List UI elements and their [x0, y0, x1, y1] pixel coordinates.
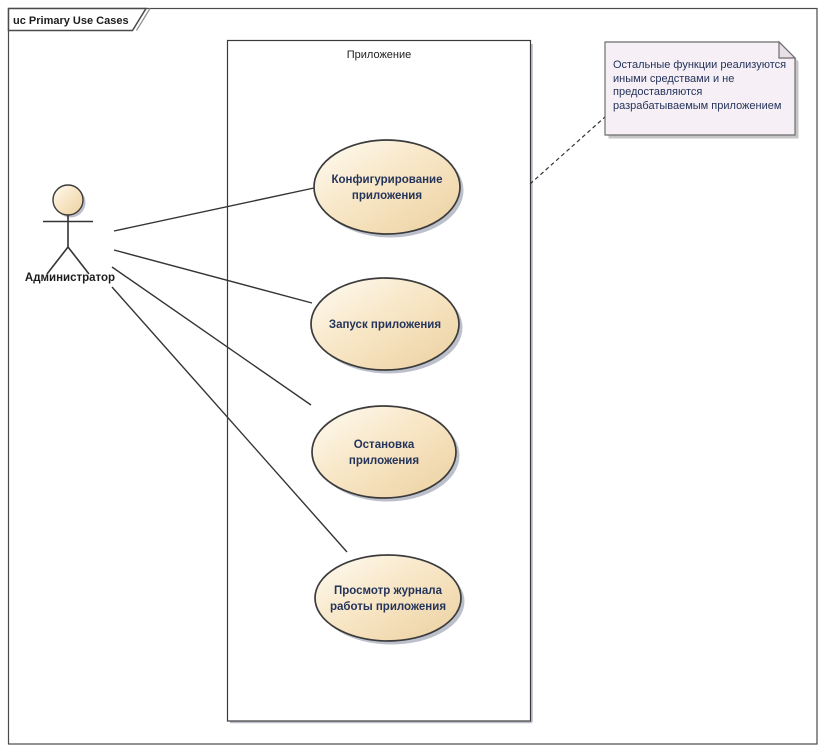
association-actor-start[interactable] [113, 249, 313, 304]
use-case-ellipse[interactable] [310, 277, 460, 371]
use-case-ellipse[interactable] [311, 405, 457, 499]
actor-administrator[interactable]: Администратор [25, 184, 115, 284]
association-actor-stop[interactable] [111, 266, 312, 406]
actor-leg-right [67, 246, 90, 275]
associations [111, 187, 348, 553]
frame-tab-shadow [135, 8, 151, 31]
use-case-label: приложения [349, 455, 419, 467]
use-case-configure-application[interactable]: Конфигурирование приложения [313, 139, 464, 238]
use-case-label: Запуск приложения [329, 319, 441, 331]
association-actor-configure[interactable] [113, 187, 315, 232]
system-boundary-label: Приложение [347, 49, 412, 61]
association-actor-view-log[interactable] [111, 286, 348, 553]
use-case-label: приложения [352, 190, 422, 202]
use-case-ellipse[interactable] [314, 554, 462, 642]
note-body[interactable] [604, 41, 796, 136]
use-case-view-application-log[interactable]: Просмотр журнала работы приложения [314, 554, 465, 645]
use-case-label: работы приложения [330, 601, 446, 613]
note-anchor-line[interactable] [529, 116, 606, 185]
actor-leg-left [46, 246, 69, 275]
note-text-line: иными средствами и не [613, 73, 734, 85]
note-text-line: Остальные функции реализуются [613, 59, 786, 71]
frame-title: uc Primary Use Cases [13, 15, 129, 27]
use-case-ellipse[interactable] [313, 139, 461, 235]
use-case-label: Конфигурирование [331, 174, 442, 186]
use-case-label: Остановка [354, 439, 415, 451]
note-fold-corner-icon [778, 40, 797, 59]
use-case-start-application[interactable]: Запуск приложения [310, 277, 463, 374]
use-case-label: Просмотр журнала [334, 585, 443, 597]
note-comment[interactable]: Остальные функции реализуются иными сред… [604, 40, 799, 139]
note-text-line: предоставляются [613, 86, 702, 98]
use-case-stop-application[interactable]: Остановка приложения [311, 405, 460, 502]
note-text-line: разрабатываемым приложением [613, 100, 781, 112]
frame-tab [7, 7, 148, 32]
actor-head[interactable] [52, 184, 84, 216]
actor-label: Администратор [25, 272, 115, 284]
